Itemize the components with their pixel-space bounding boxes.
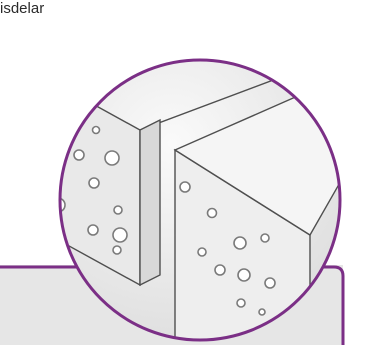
left-slab-side bbox=[140, 120, 160, 285]
